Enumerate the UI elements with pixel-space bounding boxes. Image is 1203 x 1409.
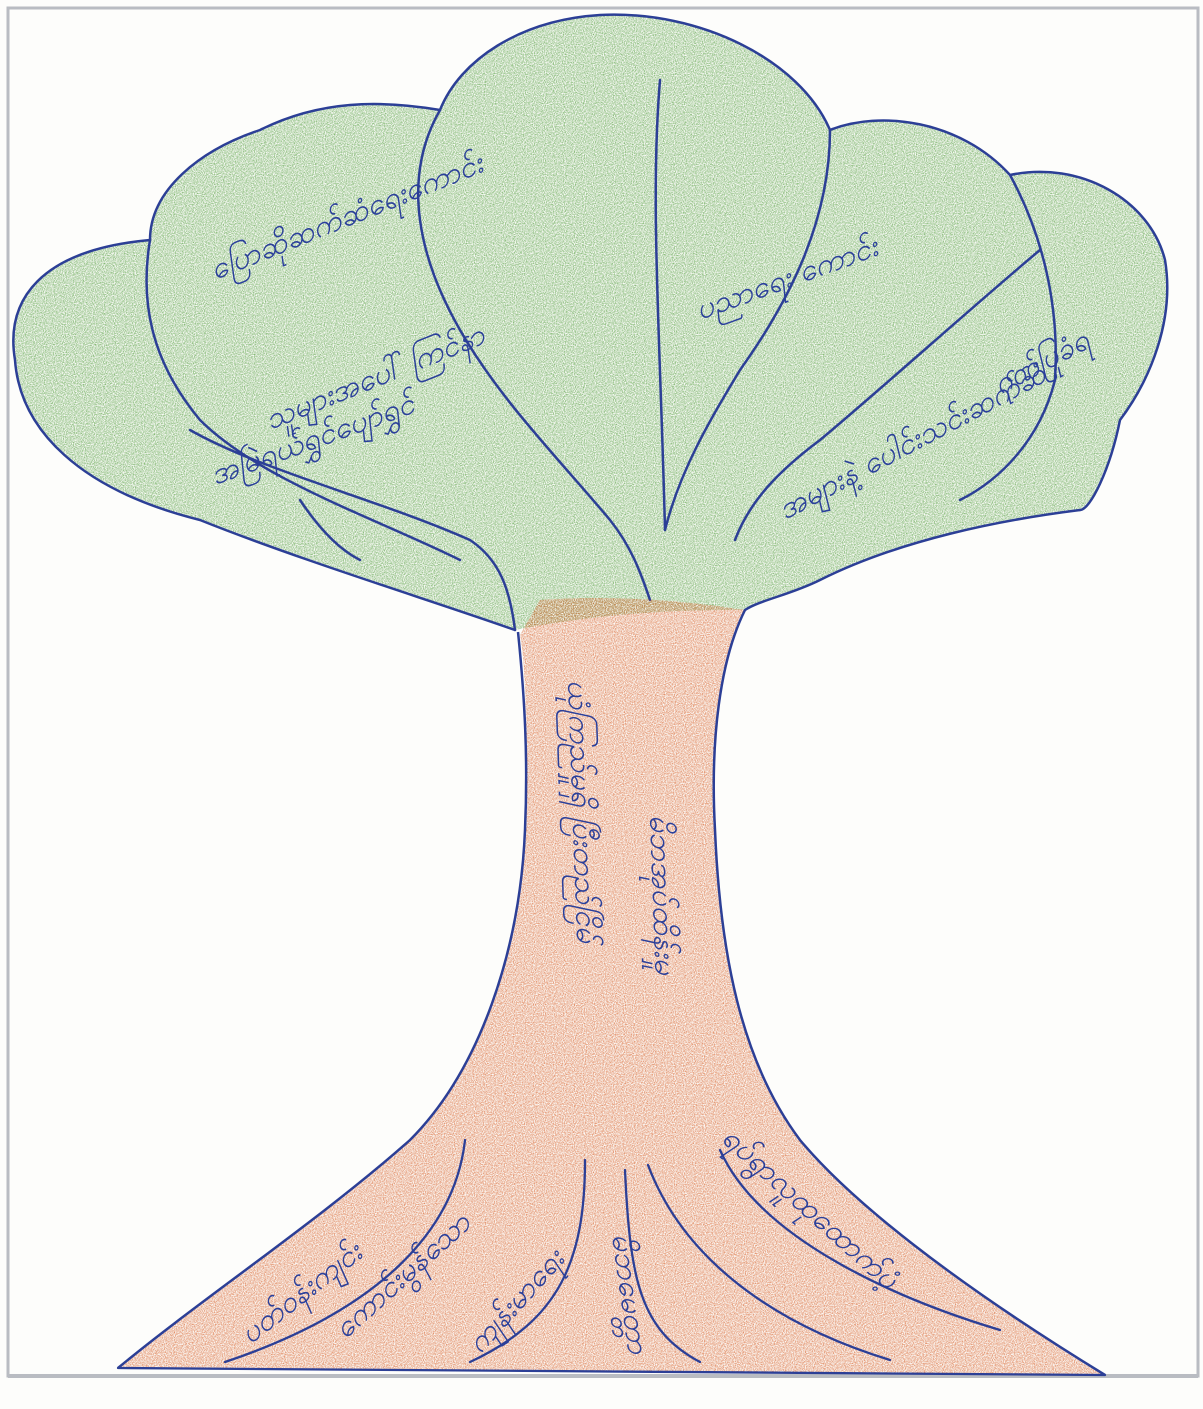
foliage-fill	[13, 15, 1167, 630]
foliage	[13, 15, 1167, 630]
